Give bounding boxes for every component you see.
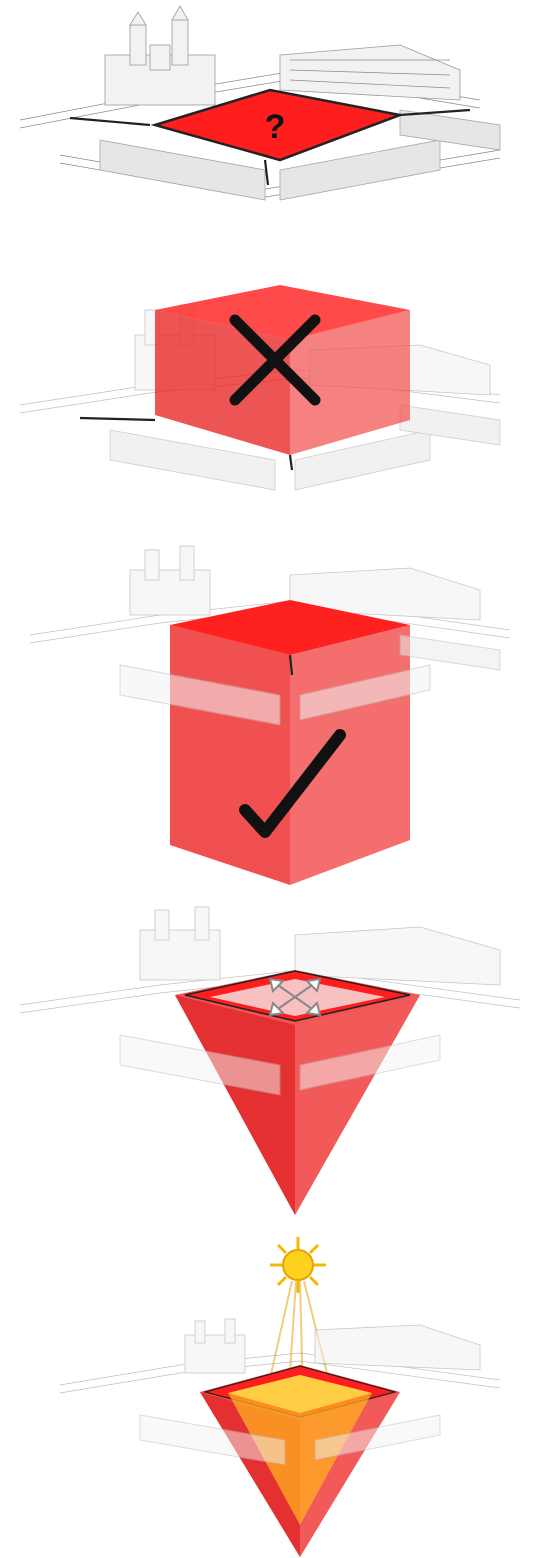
red-inverted-pyramid	[175, 970, 420, 1215]
palace-drawing	[280, 45, 460, 100]
sunlight-pyramid-illustration	[0, 1235, 535, 1558]
inverted-pyramid-illustration	[0, 905, 535, 1225]
red-underground-cube	[170, 600, 410, 885]
panel-sunlight-pyramid	[0, 1235, 535, 1558]
panel-plaza-question: ?	[0, 0, 535, 235]
cube-below-illustration	[0, 540, 535, 885]
question-mark: ?	[265, 108, 286, 146]
red-inverted-pyramid	[200, 1365, 400, 1557]
plaza-illustration: ?	[0, 0, 535, 235]
panel-inverted-pyramid	[0, 905, 535, 1225]
cathedral-drawing	[105, 6, 215, 105]
panel-cube-above	[0, 270, 535, 530]
panel-cube-below	[0, 540, 535, 885]
sun-icon	[270, 1237, 326, 1293]
cube-above-illustration	[0, 270, 535, 530]
